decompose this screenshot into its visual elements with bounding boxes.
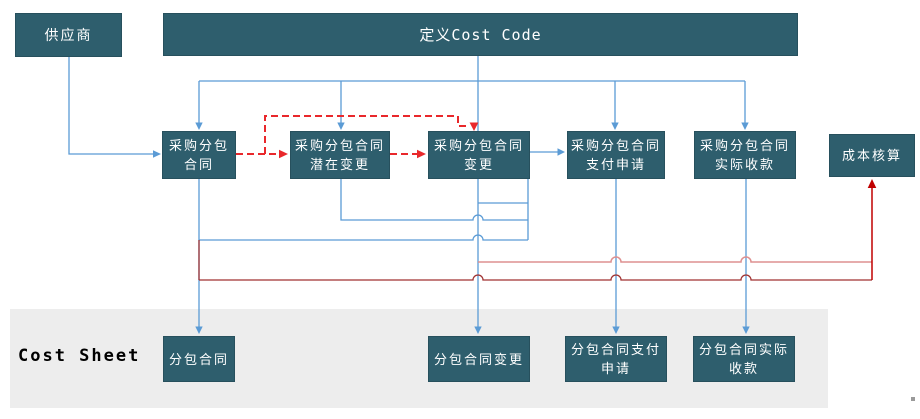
node-define-cost-code: 定义Cost Code	[163, 13, 798, 56]
arrowhead	[153, 150, 161, 158]
cost-sheet-band	[10, 309, 828, 408]
node-purchase-subcontract: 采购分包 合同	[162, 131, 236, 179]
arrowhead	[612, 326, 620, 334]
speck	[911, 397, 915, 401]
arrowhead	[742, 326, 750, 334]
node-subcontract: 分包合同	[163, 336, 235, 382]
node-purchase-subcontract-payment-request: 采购分包合同 支付申请	[567, 131, 665, 179]
node-subcontract-actual-receipt: 分包合同实际 收款	[693, 336, 795, 382]
arrowhead	[611, 122, 619, 130]
darkred-horizontal	[199, 274, 872, 281]
red-solid-connectors	[198, 179, 915, 401]
arrowhead	[867, 179, 877, 188]
blue-connectors	[68, 56, 750, 334]
arrowhead	[195, 326, 203, 334]
arrowhead	[279, 149, 288, 159]
arrowhead	[741, 122, 749, 130]
arrowhead	[337, 122, 345, 130]
node-cost-accounting: 成本核算	[829, 134, 915, 177]
rung-potential-change	[340, 179, 528, 221]
rung-contract	[199, 234, 528, 241]
arrow-supplier-to-contract	[68, 57, 153, 155]
arrowhead	[195, 122, 203, 130]
salmon-horizontal	[478, 256, 872, 263]
node-purchase-subcontract-potential-change: 采购分包合同 潜在变更	[290, 131, 390, 179]
red-dashed-connectors	[236, 115, 479, 159]
arrowhead	[469, 122, 479, 131]
cost-sheet-title: Cost Sheet	[18, 346, 141, 366]
node-subcontract-change: 分包合同变更	[428, 336, 530, 382]
arrowhead	[474, 326, 482, 334]
arrowhead	[417, 149, 426, 159]
node-purchase-subcontract-change: 采购分包合同 变更	[428, 131, 530, 179]
node-subcontract-payment-request: 分包合同支付 申请	[565, 336, 667, 382]
node-purchase-subcontract-actual-receipt: 采购分包合同 实际收款	[694, 131, 796, 179]
dashed-bypass-to-change	[264, 115, 467, 154]
arrowhead	[557, 148, 565, 156]
node-supplier: 供应商	[15, 13, 122, 57]
